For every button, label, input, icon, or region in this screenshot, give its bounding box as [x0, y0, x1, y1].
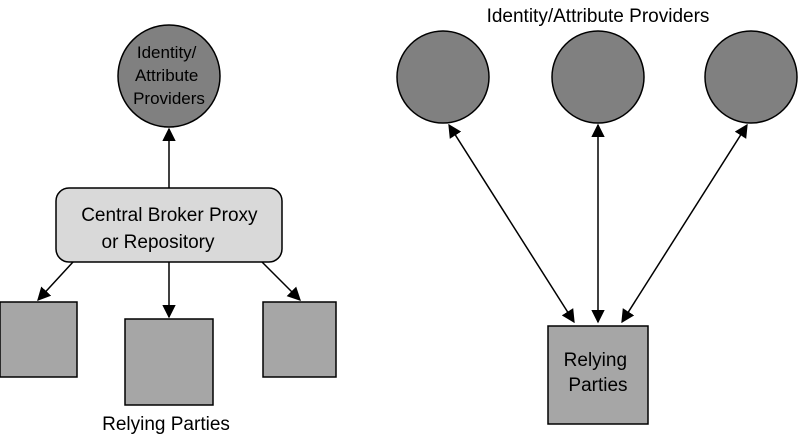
relying-parties-box [547, 325, 649, 425]
relying-party-box-center [124, 318, 214, 406]
left-provider-label-line-2: Attribute [135, 66, 198, 85]
relying-party-box-right [262, 301, 337, 378]
provider-3-relying-arrow [621, 123, 748, 324]
right-relying-parties-label: Relying Parties [564, 350, 633, 396]
right-relying-label-line-2: Parties [568, 375, 627, 396]
provider-circle-3 [704, 30, 798, 124]
broker-to-party-left-arrow [37, 261, 74, 301]
right-diagram: Identity/Attribute Providers Relying Par… [396, 6, 798, 425]
central-broker-label: Central Broker Proxy or Repository [81, 205, 263, 253]
provider-circle-1 [396, 30, 490, 124]
providers-title: Identity/Attribute Providers [487, 6, 710, 27]
provider-circle-2 [551, 30, 645, 124]
relying-party-box-left [0, 301, 78, 378]
left-provider-label-line-3: Providers [133, 89, 205, 108]
broker-to-party-right-arrow [261, 261, 301, 301]
right-relying-label-line-1: Relying [564, 350, 627, 371]
left-relying-parties-label: Relying Parties [102, 414, 230, 435]
left-diagram: Identity/ Attribute Providers Central Br… [0, 24, 337, 435]
left-provider-label: Identity/ Attribute Providers [133, 43, 205, 108]
central-broker-label-line-2: or Repository [102, 232, 215, 253]
left-provider-circle [117, 24, 221, 128]
left-provider-label-line-1: Identity/ [137, 43, 197, 62]
provider-1-relying-arrow [448, 123, 575, 324]
central-broker-label-line-1: Central Broker Proxy [81, 205, 258, 226]
